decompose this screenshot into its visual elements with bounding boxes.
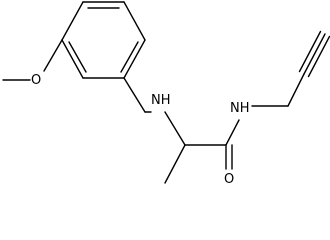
alpha-carbon-methyl-bond: [164, 144, 186, 184]
carbonyl-amide-n-bond: [225, 119, 240, 146]
methoxy-group: O: [2, 39, 63, 88]
ring-bond: [61, 39, 84, 79]
ch2-alkyne-bond: [287, 73, 305, 107]
propargyl-group: [251, 30, 330, 107]
amide-nh-label: NH: [230, 101, 250, 116]
methoxy-oxygen-label: O: [31, 73, 41, 88]
carbonyl-oxygen-label: O: [224, 172, 234, 185]
ring-ch2-bond: [123, 77, 146, 113]
chemical-structure-diagram: O NH O NH: [2, 1, 330, 185]
aryl-oxygen-bond: [43, 39, 63, 72]
benzyl-amine-chain: NH: [123, 77, 186, 146]
ring-inner-double-bond: [68, 41, 87, 73]
nh-alpha-carbon-bond: [164, 111, 186, 146]
propanamide-core: O NH: [164, 101, 250, 185]
amine-nh-label: NH: [151, 93, 171, 108]
ring-bond: [61, 1, 84, 41]
triple-bond: [298, 30, 322, 73]
ring-bond: [123, 1, 146, 41]
benzene-ring: [61, 1, 146, 79]
triple-bond: [307, 35, 330, 78]
ring-bond: [123, 39, 146, 79]
triple-bond: [303, 33, 326, 75]
ring-inner-double-bond: [120, 41, 139, 73]
